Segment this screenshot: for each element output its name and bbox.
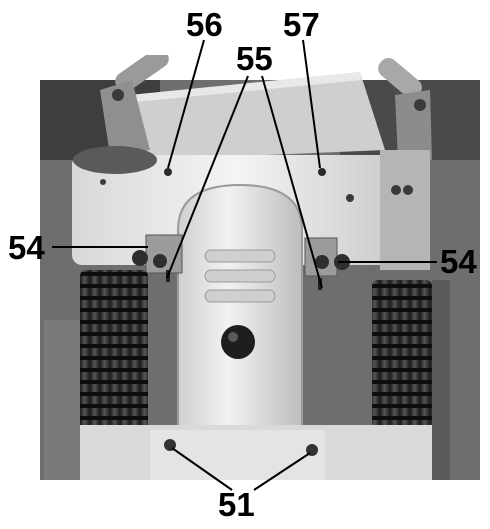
callout-56: 56 <box>186 6 223 43</box>
right-bracket <box>395 90 432 160</box>
adjust-knob <box>221 325 255 359</box>
column-slot <box>204 289 276 303</box>
callout-57: 57 <box>283 6 320 43</box>
left-rail <box>115 48 169 92</box>
leader-55-left <box>166 75 249 279</box>
left-bellows <box>80 270 148 475</box>
right-bracket-bolt <box>414 99 426 111</box>
leader-56 <box>167 39 205 169</box>
bracket-bolt <box>315 255 329 269</box>
right-rail <box>378 57 422 99</box>
screw-56 <box>164 168 172 176</box>
frame-screw <box>391 185 401 195</box>
small-screw <box>100 179 106 185</box>
callout-55: 55 <box>236 40 273 77</box>
left-bracket <box>100 80 150 155</box>
right-side-frame <box>380 150 430 270</box>
bracket-bolt <box>132 250 148 266</box>
callout-54-left: 54 <box>8 229 45 266</box>
top-margin <box>0 0 490 55</box>
left-bracket-bolt <box>112 89 124 101</box>
leader-55-right <box>261 75 323 289</box>
central-column <box>177 183 303 441</box>
leader-57 <box>302 39 321 169</box>
frame-screw <box>403 185 413 195</box>
leader-lines <box>52 39 437 491</box>
screw-57 <box>318 168 326 176</box>
knob-highlight <box>228 332 238 342</box>
callout-51: 51 <box>218 486 255 523</box>
small-screw <box>346 194 354 202</box>
callout-54-right: 54 <box>440 243 477 280</box>
right-side-panel <box>432 280 450 480</box>
column-slot <box>204 269 276 283</box>
left-side-panel <box>44 320 80 480</box>
leader-51-left <box>171 447 233 491</box>
leader-51-right <box>253 452 311 491</box>
left-cap <box>73 146 157 174</box>
bracket-bolt <box>153 254 167 268</box>
column-slot <box>204 249 276 263</box>
base-center <box>150 430 325 480</box>
